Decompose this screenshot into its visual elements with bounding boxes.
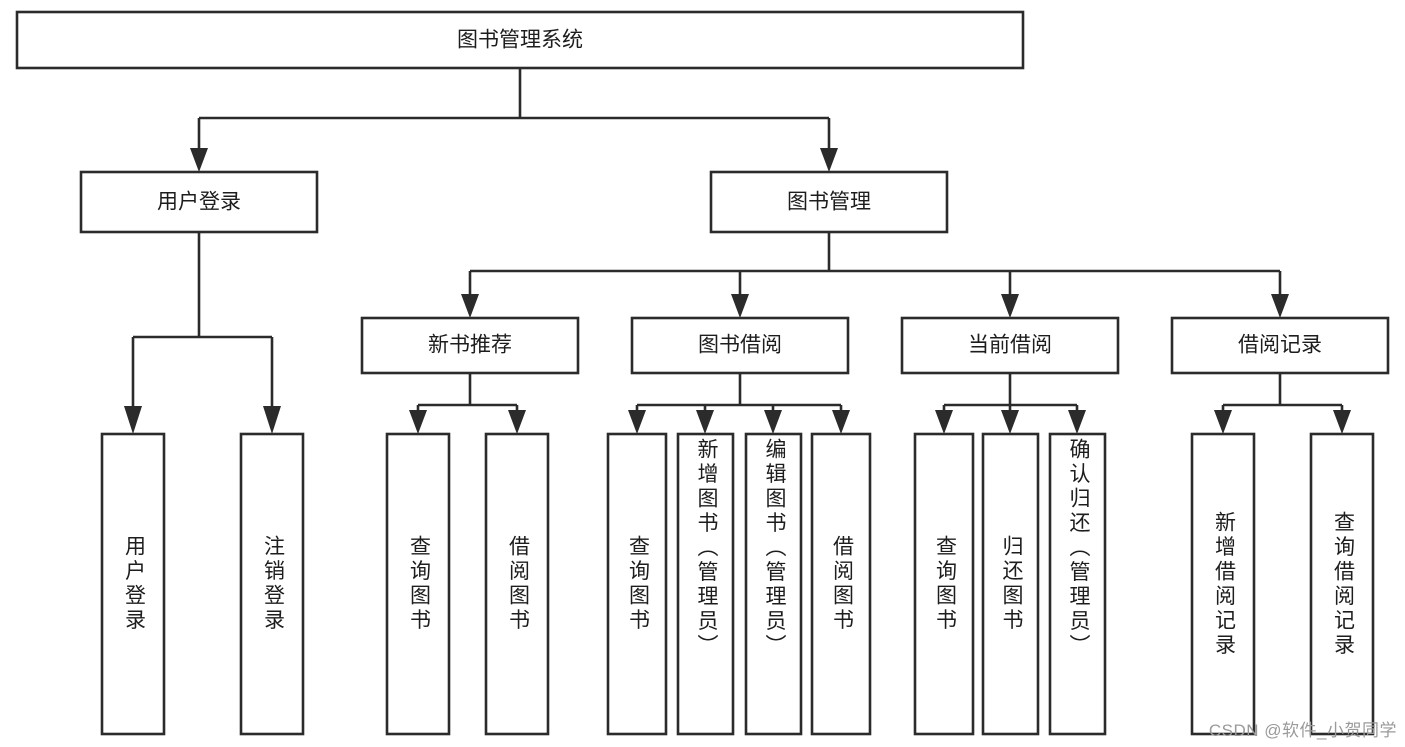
node-current-borrow-label: 当前借阅 (968, 334, 1052, 357)
node-leaf-borrow-book-2-box[interactable] (810, 432, 872, 736)
arrow-head-leaf-logout-login (263, 406, 281, 434)
arrow-head-book-manage (820, 148, 838, 172)
node-leaf-user-login-box[interactable] (100, 432, 166, 736)
connector-group-book-borrow (628, 373, 850, 434)
node-new-book-recommend-label: 新书推荐 (428, 334, 512, 357)
node-leaf-query-book-2-box[interactable] (606, 432, 668, 736)
node-book-borrow-box[interactable] (630, 316, 850, 375)
arrow-head-new-book-recommend (461, 294, 479, 318)
connector-group-borrow-record (1214, 373, 1351, 434)
arrow-head-leaf-query-book-1 (409, 410, 427, 434)
node-borrow-record-box[interactable] (1170, 316, 1390, 375)
node-root-label: 图书管理系统 (457, 29, 583, 52)
node-leaf-borrow-book-1-box[interactable] (484, 432, 550, 736)
arrow-head-leaf-borrow-book-1 (508, 410, 526, 434)
node-leaf-confirm-return-admin-box[interactable] (1048, 432, 1107, 736)
arrow-head-leaf-query-book-3 (935, 410, 953, 434)
node-leaf-query-book-1-box[interactable] (385, 432, 451, 736)
node-new-book-recommend-box[interactable] (360, 316, 580, 375)
arrow-head-user-login (190, 148, 208, 172)
node-leaf-edit-book-admin-box[interactable] (744, 432, 803, 736)
connector-group-new-book-recommend (409, 373, 526, 434)
node-book-manage-box[interactable] (709, 170, 949, 234)
arrow-head-leaf-add-borrow-record (1214, 410, 1232, 434)
node-book-borrow-label: 图书借阅 (698, 334, 782, 357)
arrow-head-leaf-borrow-book-2 (832, 410, 850, 434)
node-leaf-add-book-admin-box[interactable] (676, 432, 735, 736)
node-leaf-query-book-3-box[interactable] (913, 432, 975, 736)
node-leaf-query-borrow-record-box[interactable] (1309, 432, 1375, 736)
arrow-head-leaf-user-login (124, 406, 142, 434)
node-book-manage-label: 图书管理 (787, 191, 871, 214)
arrow-head-current-borrow (1001, 294, 1019, 318)
arrow-head-leaf-edit-book-admin (764, 410, 782, 434)
node-leaf-return-book-box[interactable] (981, 432, 1040, 736)
node-root-box[interactable] (15, 10, 1025, 70)
connector-group-user-login (124, 232, 281, 434)
node-current-borrow-box[interactable] (900, 316, 1120, 375)
watermark-text: CSDN @软件_小贺同学 (1208, 721, 1397, 740)
node-leaf-add-borrow-record-box[interactable] (1190, 432, 1256, 736)
connector-group-current-borrow (935, 373, 1086, 434)
arrow-head-leaf-query-borrow-record (1333, 410, 1351, 434)
node-leaf-logout-login-box[interactable] (239, 432, 305, 736)
arrow-head-leaf-add-book-admin (696, 410, 714, 434)
arrow-head-leaf-query-book-2 (628, 410, 646, 434)
node-user-login-box[interactable] (79, 170, 319, 234)
arrow-head-book-borrow (731, 294, 749, 318)
node-borrow-record-label: 借阅记录 (1238, 334, 1322, 357)
connector-group-book-manage (461, 232, 1289, 318)
connector-group-root (190, 68, 838, 172)
arrow-head-leaf-confirm-return-admin (1068, 410, 1086, 434)
node-user-login-label: 用户登录 (157, 191, 241, 214)
arrow-head-leaf-return-book (1001, 410, 1019, 434)
arrow-head-borrow-record (1271, 294, 1289, 318)
